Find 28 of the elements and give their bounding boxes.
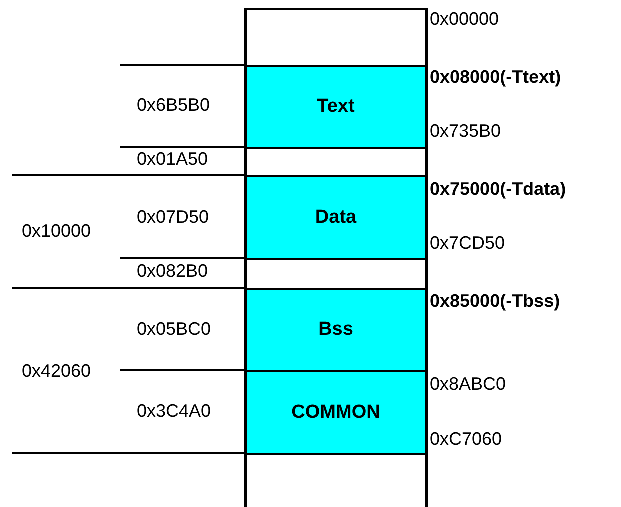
memory-segment	[244, 258, 428, 288]
size-value: 0x07D50	[137, 208, 210, 228]
memory-segment	[244, 288, 428, 370]
segment-name: Bss	[318, 319, 354, 341]
size-value: 0x6B5B0	[137, 96, 210, 116]
memory-segment	[244, 453, 428, 507]
size-value: 0x3C4A0	[137, 402, 212, 422]
section-start-address: 0x85000(-Tbss)	[430, 292, 560, 312]
size-value: 0x01A50	[137, 150, 208, 170]
memory-segment	[244, 65, 428, 147]
memory-segment	[244, 175, 428, 258]
address: 0x8ABC0	[430, 375, 506, 395]
size-value: 0x42060	[22, 362, 92, 382]
address: 0x7CD50	[430, 234, 506, 254]
address: 0x00000	[430, 10, 500, 30]
address: 0x735B0	[430, 122, 502, 142]
size-value: 0x05BC0	[137, 320, 212, 340]
memory-segment	[244, 8, 428, 65]
segment-name: Text	[317, 96, 355, 118]
segment-name: COMMON	[292, 402, 380, 424]
section-start-address: 0x08000(-Ttext)	[430, 68, 562, 88]
memory-segment	[244, 370, 428, 453]
segment-name: Data	[315, 206, 357, 228]
size-value: 0x082B0	[137, 262, 208, 282]
section-start-address: 0x75000(-Tdata)	[430, 180, 566, 200]
size-value: 0x10000	[22, 222, 92, 242]
memory-segment	[244, 147, 428, 175]
address: 0xC7060	[430, 430, 502, 450]
